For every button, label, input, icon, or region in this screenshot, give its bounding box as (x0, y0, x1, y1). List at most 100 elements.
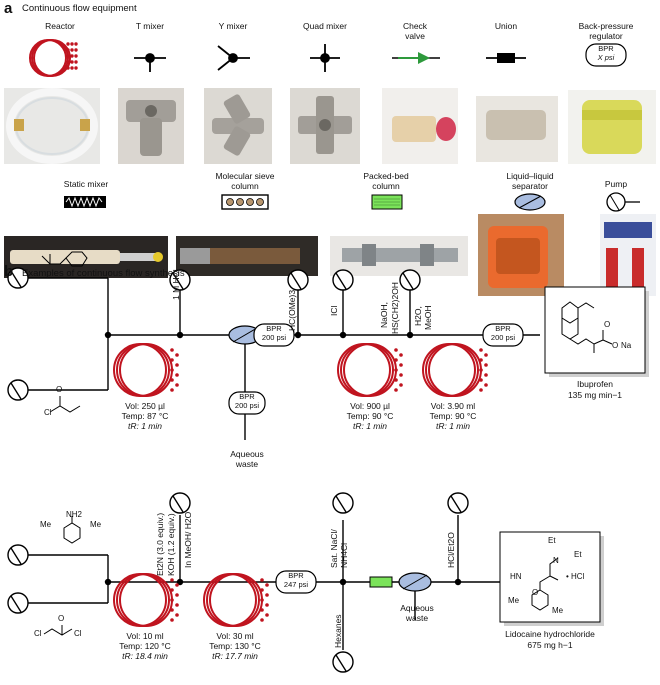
packed-bed-photo (330, 236, 468, 276)
panel-b-letter: b (4, 263, 14, 280)
lidocaine-rate: 675 mg h−1 (527, 640, 573, 650)
check-valve-label-2: valve (405, 31, 425, 41)
mol-sieve-label-1: Molecular sieve (215, 171, 275, 181)
ibu-aqueous-1: Aqueous (230, 449, 264, 459)
ibu-reagent-hcl: 1 M HCl (171, 269, 181, 300)
ibuprofen-reactor-1 (113, 343, 173, 397)
ibu-r2-vol: Vol: 900 µl (350, 401, 390, 411)
lido-et2: Et (574, 550, 582, 559)
lidocaine-separator-icon (398, 572, 432, 592)
propanoyl-cl: Cl (44, 408, 52, 417)
aniline-nh2: NH2 (66, 510, 83, 519)
check-valve-label-1: Check (402, 21, 428, 31)
y-mixer-label: Y mixer (218, 21, 248, 31)
lidocaine-packed-bed-icon (369, 576, 393, 588)
lido-r1-time: tR: 18.4 min (122, 651, 168, 661)
separator-icon (514, 193, 546, 211)
panel-b-title: Examples of continuous flow synthesis (22, 268, 185, 279)
lidocaine-name: Lidocaine hydrochloride (505, 629, 595, 639)
check-valve-photo (382, 88, 458, 164)
lido-reagent-nh4cl: NH4Cl (339, 542, 349, 568)
lidocaine-pump-3 (169, 492, 191, 514)
quad-mixer-label: Quad mixer (303, 21, 347, 31)
lidocaine-pump-1 (7, 544, 29, 566)
ibuprofen-pump-6 (399, 269, 421, 291)
ibuprofen-pump-5 (332, 269, 354, 291)
pump-label: Pump (604, 179, 628, 189)
ibu-r1-time: tR: 1 min (127, 421, 162, 431)
bpr-photo (568, 90, 656, 164)
lidocaine-pump-2 (7, 592, 29, 614)
reactor-label: Reactor (45, 21, 75, 31)
ibuprofen-pump-3 (169, 269, 191, 291)
union-label: Union (494, 21, 518, 31)
lido-me2: Me (552, 606, 564, 615)
ll-separator-label-1: Liquid–liquid (506, 171, 554, 181)
reactor-icon (29, 39, 78, 77)
bpr-box-text-2: X psi (597, 53, 615, 62)
ibu-r3-time: tR: 1 min (435, 421, 470, 431)
lido-r1-vol: Vol: 10 ml (126, 631, 164, 641)
lido-reagent-hcl: HCl/Et2O (446, 532, 456, 568)
ibu-reagent-meoh: MeOH (423, 305, 433, 330)
union-icon (486, 53, 526, 63)
lidocaine-product-box (499, 531, 604, 626)
lido-bpr-text: BPR (288, 571, 304, 580)
ibuprofen-name: Ibuprofen (577, 379, 613, 389)
ibuprofen-reactor-dots (170, 348, 488, 392)
static-mixer-icon (64, 196, 106, 208)
ibuprofen-reactor-3 (422, 343, 482, 397)
ibu-reagent-icl: ICl (329, 305, 339, 316)
lido-n: N (553, 556, 559, 565)
t-mixer-photo (118, 88, 184, 164)
bpr-label-1: Back-pressure (578, 21, 634, 31)
aniline-me1: Me (40, 520, 52, 529)
ibuprofen-ona: O (612, 341, 619, 350)
lido-reagent-koh: KOH (1.2 equiv.) (166, 513, 176, 576)
ibu-aqueous-2: waste (235, 459, 259, 469)
lido-r2-temp: Temp: 130 °C (209, 641, 261, 651)
ibu-r2-temp: Temp: 90 °C (346, 411, 394, 421)
lidocaine-pump-6 (447, 492, 469, 514)
ibu-bpr2-psi: 200 psi (234, 401, 260, 410)
ibuprofen-na: Na (621, 341, 632, 350)
propanoyl-o: O (56, 385, 63, 394)
lido-aqueous-1: Aqueous (400, 603, 434, 613)
lidocaine-reactor-dots (170, 578, 269, 622)
ibu-r2-time: tR: 1 min (352, 421, 387, 431)
lido-me1: Me (508, 596, 520, 605)
y-mixer-icon (217, 45, 250, 71)
ll-separator-label-2: separator (512, 181, 548, 191)
lidocaine-junctions (104, 578, 462, 586)
ibuprofen-pump-4 (287, 269, 309, 291)
lido-r2-vol: Vol: 30 ml (216, 631, 254, 641)
chloro-o: O (58, 614, 65, 623)
chloro-cl1: Cl (34, 629, 42, 638)
propanoyl-chloride-structure (49, 396, 81, 413)
mol-sieve-label-2: column (231, 181, 259, 191)
reactor-photo (4, 88, 100, 164)
bpr-box-text-1: BPR (598, 44, 614, 53)
molecular-sieve-icon (221, 194, 269, 210)
ibu-r3-vol: Vol: 3.90 ml (430, 401, 476, 411)
isobutylbenzene-structure (41, 251, 88, 267)
static-mixer-label: Static mixer (63, 179, 109, 189)
union-photo (476, 96, 558, 162)
lido-o: O (532, 588, 539, 597)
packed-bed-label-2: column (372, 181, 400, 191)
lidocaine-bpr-box (275, 570, 317, 594)
chloro-cl2: Cl (74, 629, 82, 638)
panel-a-title: Continuous flow equipment (22, 3, 137, 14)
ibuprofen-rate: 135 mg min−1 (567, 390, 623, 400)
ibu-bpr3-psi: 200 psi (490, 333, 516, 342)
ibu-r3-temp: Temp: 90 °C (429, 411, 477, 421)
ibuprofen-junctions (104, 331, 414, 339)
t-mixer-icon (134, 53, 166, 72)
lido-bpr-psi: 247 psi (283, 580, 309, 589)
bpr-icon (585, 43, 627, 67)
lido-aqueous-2: waste (405, 613, 429, 623)
molecular-sieve-photo (176, 236, 318, 276)
ibu-reagent-naoh: NaOH, (379, 302, 389, 328)
ibu-bpr3-text: BPR (495, 324, 511, 333)
